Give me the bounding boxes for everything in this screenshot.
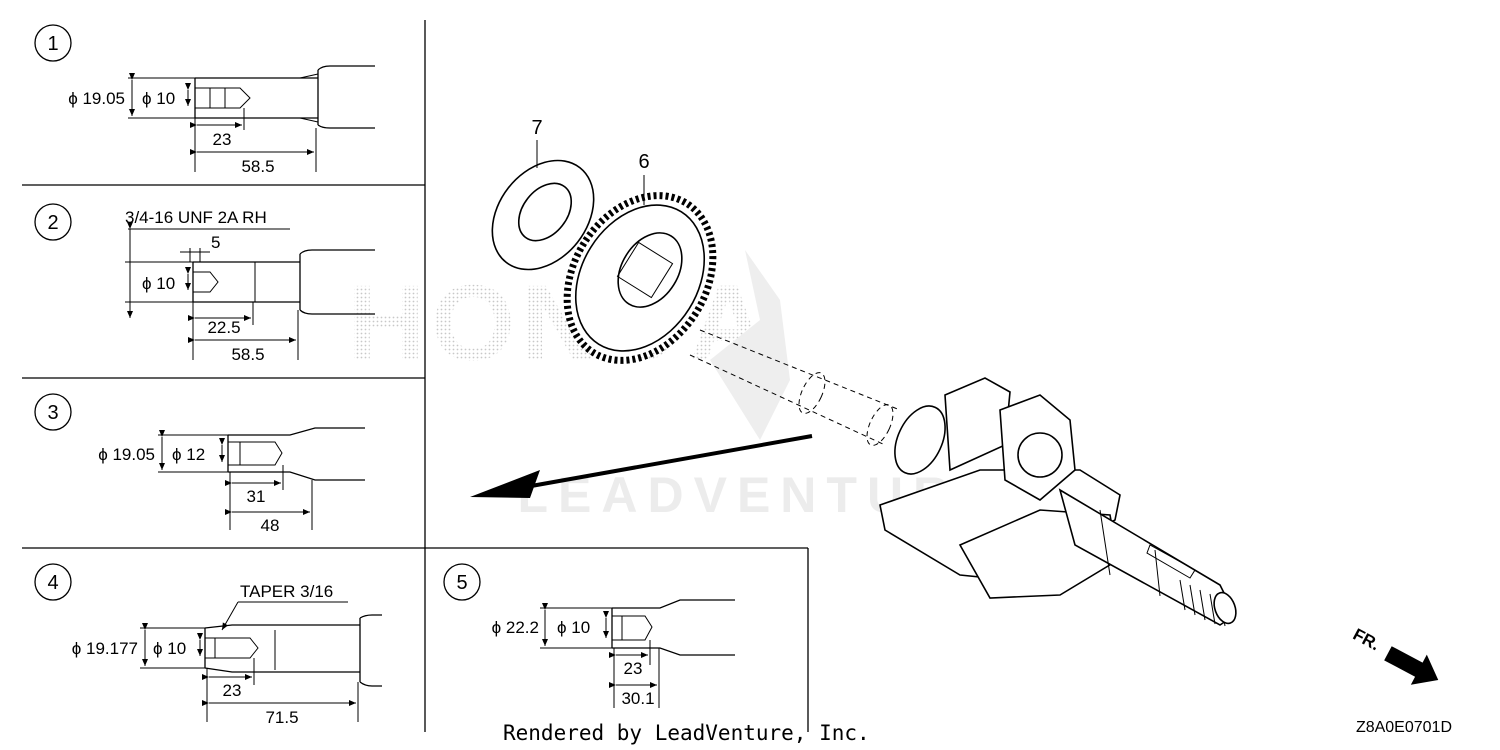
panel-frame — [22, 20, 809, 732]
detail-1: 1 ϕ 19.05 ϕ 10 23 58.5 — [34, 24, 375, 176]
detail-3-inner-dia: ϕ 12 — [172, 445, 205, 464]
detail-4: 4 TAPER 3/16 ϕ 19.177 ϕ 10 23 71.5 — [34, 563, 382, 727]
detail-2-inner-dia: ϕ 10 — [142, 274, 175, 293]
shaft-axis — [689, 329, 901, 446]
detail-4-taper: TAPER 3/16 — [240, 582, 333, 601]
detail-1-len-short: 23 — [213, 130, 232, 149]
detail-1-number: 1 — [47, 33, 58, 55]
gear-callout: 6 — [638, 151, 649, 173]
front-label: FR. — [1350, 625, 1383, 655]
washer-callout: 7 — [531, 117, 542, 139]
detail-5-outer-dia: ϕ 22.2 — [492, 618, 539, 637]
crankshaft-part — [879, 377, 1237, 627]
detail-3-len-short: 31 — [247, 487, 266, 506]
diagram-code: Z8A0E0701D — [1356, 719, 1452, 736]
detail-4-outer-dia: ϕ 19.177 — [72, 639, 138, 658]
gear-part: 6 — [563, 151, 717, 364]
detail-4-len-long: 71.5 — [265, 708, 298, 727]
detail-5: 5 ϕ 22.2 ϕ 10 23 30.1 — [443, 563, 735, 708]
credit-text: Rendered by LeadVenture, Inc. — [503, 721, 870, 745]
detail-2-small: 5 — [211, 233, 220, 252]
detail-4-number: 4 — [47, 572, 58, 594]
detail-2-len-long: 58.5 — [231, 345, 264, 364]
front-indicator: FR. — [1350, 625, 1439, 685]
detail-3-number: 3 — [47, 402, 58, 424]
watermark-flame-icon — [710, 250, 790, 440]
detail-1-inner-dia: ϕ 10 — [142, 89, 175, 108]
detail-2-number: 2 — [47, 212, 58, 234]
detail-5-inner-dia: ϕ 10 — [557, 618, 590, 637]
detail-5-len-long: 30.1 — [621, 689, 654, 708]
direction-arrow-icon — [470, 434, 813, 498]
detail-4-len-short: 23 — [223, 681, 242, 700]
front-arrow-icon — [1384, 646, 1439, 685]
detail-2-len-short: 22.5 — [207, 318, 240, 337]
detail-3-outer-dia: ϕ 19.05 — [98, 445, 155, 464]
detail-1-outer-dia: ϕ 19.05 — [68, 89, 125, 108]
washer-part: 7 — [491, 117, 595, 271]
detail-2: 2 3/4-16 UNF 2A RH 5 ϕ 10 22.5 58.5 — [34, 203, 375, 364]
detail-3-len-long: 48 — [261, 516, 280, 535]
detail-3: 3 ϕ 19.05 ϕ 12 31 48 — [34, 393, 365, 535]
detail-4-inner-dia: ϕ 10 — [153, 639, 186, 658]
detail-1-len-long: 58.5 — [241, 157, 274, 176]
detail-5-len-short: 23 — [624, 659, 643, 678]
detail-5-number: 5 — [456, 572, 467, 594]
thread-end — [1179, 579, 1237, 627]
detail-2-thread: 3/4-16 UNF 2A RH — [125, 208, 267, 227]
